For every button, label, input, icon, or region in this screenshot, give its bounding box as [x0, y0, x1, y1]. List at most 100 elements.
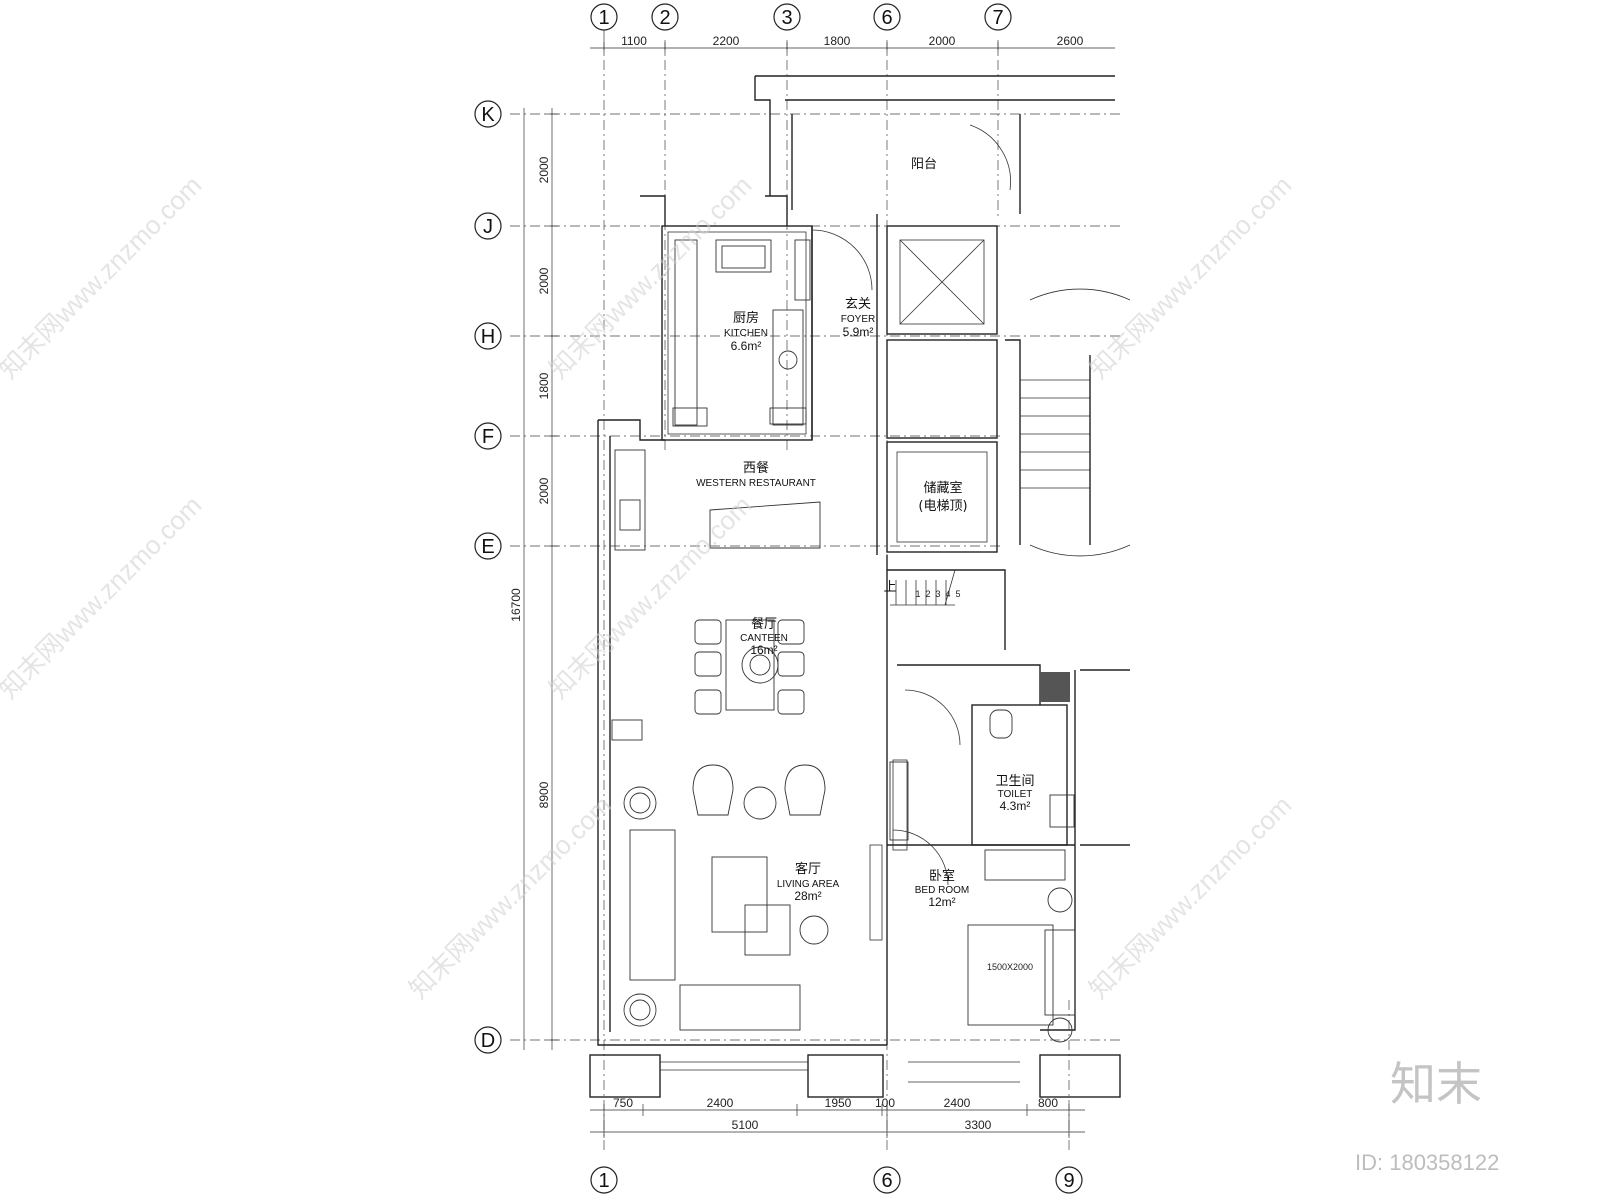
- room-balcony-name: 阳台: [911, 157, 937, 172]
- dim-bottom-total-1: 5100: [732, 1118, 759, 1132]
- room-toilet-area: 4.3m²: [1000, 799, 1031, 813]
- grid-bubble-2: [651, 3, 679, 31]
- room-bedroom-en: BED ROOM: [915, 885, 969, 896]
- dim-bottom-total-2: 3300: [965, 1118, 992, 1132]
- grid-bubbles-left: K J H F E D: [474, 100, 502, 1054]
- grid-label-7: 7: [992, 7, 1003, 29]
- dim-bottom-5: 2400: [944, 1096, 971, 1110]
- room-living-name: 客厅: [795, 861, 821, 877]
- bottom-dimensions: 750 2400 1950 100 2400 800 5100 3300: [590, 1096, 1085, 1138]
- watermark-4: 知末网www.znzmo.com: [0, 490, 207, 704]
- grid-bubble-9-bottom: [1055, 1166, 1083, 1194]
- grid-label-h: H: [481, 326, 495, 348]
- dim-bottom-6: 800: [1038, 1096, 1058, 1110]
- grid-bubble-6-bottom: [873, 1166, 901, 1194]
- kitchen-fixtures: [672, 239, 811, 427]
- room-foyer-area: 5.9m²: [843, 325, 874, 339]
- grid-label-f: F: [482, 426, 494, 448]
- grid-bubble-1-bottom: [590, 1166, 618, 1194]
- dim-top-5: 2600: [1057, 34, 1084, 48]
- grid-label-j: J: [483, 216, 493, 238]
- left-dimensions: 2000 2000 1800 2000 8900 16700: [509, 108, 558, 1050]
- room-foyer-name: 玄关: [845, 297, 871, 312]
- stair-up-label: 上: [883, 580, 896, 595]
- room-living-en: LIVING AREA: [777, 879, 840, 890]
- grid-bubble-j: [474, 212, 502, 240]
- grid-bubble-k: [474, 100, 502, 128]
- dim-left-4: 2000: [537, 477, 551, 504]
- room-kitchen-name: 厨房: [733, 310, 759, 326]
- watermark-7: 知末网www.znzmo.com: [1083, 790, 1297, 1004]
- room-storage-name: 储藏室: [923, 480, 962, 496]
- grid-bubble-h: [474, 322, 502, 350]
- grid-bubble-d: [474, 1026, 502, 1054]
- grid-bubble-e: [474, 532, 502, 560]
- room-living-area: 28m²: [794, 889, 821, 903]
- grid-bubble-7: [984, 3, 1012, 31]
- bed-size-label: 1500X2000: [987, 962, 1033, 972]
- grid-bubble-6: [873, 3, 901, 31]
- room-western-en: WESTERN RESTAURANT: [696, 478, 816, 489]
- dim-top-2: 2200: [713, 34, 740, 48]
- stair-step-4: 4: [945, 589, 950, 599]
- room-bedroom-area: 12m²: [928, 895, 955, 909]
- grid-bubbles-top: 1 2 3 6 7: [590, 3, 1012, 40]
- watermark-3: 知末网www.znzmo.com: [1083, 170, 1297, 384]
- grid-label-6: 6: [881, 7, 892, 29]
- dim-left-total: 16700: [509, 588, 523, 622]
- grid-label-d: D: [481, 1030, 495, 1052]
- room-canteen-en: CANTEEN: [740, 633, 788, 644]
- grid-label-k: K: [481, 104, 495, 126]
- grid-bubbles-bottom: 1 6 9: [590, 1166, 1083, 1194]
- dim-top-4: 2000: [929, 34, 956, 48]
- room-canteen-name: 餐厅: [751, 616, 777, 632]
- dim-left-2: 2000: [537, 267, 551, 294]
- grid-label-9-bottom: 9: [1063, 1170, 1074, 1192]
- grid-label-3: 3: [781, 7, 792, 29]
- dining-table: [694, 619, 805, 715]
- grid-bubble-3: [773, 3, 801, 31]
- living-furniture: [623, 761, 909, 1031]
- bedroom-fixtures: [967, 672, 1076, 1043]
- room-kitchen-area: 6.6m²: [731, 339, 762, 353]
- brand-logo: 知末 ID: 180358122: [1355, 1057, 1499, 1175]
- grid-label-6-bottom: 6: [881, 1170, 892, 1192]
- top-dimensions: 1100 2200 1800 2000 2600: [590, 34, 1115, 54]
- room-kitchen-en: KITCHEN: [724, 328, 768, 339]
- dim-top-3: 1800: [824, 34, 851, 48]
- dim-left-5: 8900: [537, 781, 551, 808]
- room-foyer-en: FOYER: [841, 314, 875, 325]
- grid-bubble-f: [474, 422, 502, 450]
- dim-bottom-4: 100: [875, 1096, 895, 1110]
- stair-step-2: 2: [925, 589, 930, 599]
- room-canteen-area: 16m²: [750, 643, 777, 657]
- room-labels: 阳台 厨房 KITCHEN 6.6m² 玄关 FOYER 5.9m² 西餐 WE…: [696, 157, 1034, 972]
- watermark-5: 知末网www.znzmo.com: [543, 490, 757, 704]
- watermark-6: 知末网www.znzmo.com: [403, 790, 617, 1004]
- dim-bottom-1: 750: [613, 1096, 633, 1110]
- dim-bottom-2: 2400: [707, 1096, 734, 1110]
- dim-left-1: 2000: [537, 156, 551, 183]
- room-toilet-en: TOILET: [998, 789, 1033, 800]
- grid-label-e: E: [481, 536, 494, 558]
- grid-label-1: 1: [598, 7, 609, 29]
- logo-id: ID: 180358122: [1355, 1150, 1499, 1175]
- stair-step-3: 3: [935, 589, 940, 599]
- grid-bubble-1: [590, 3, 618, 31]
- logo-text: 知末: [1390, 1057, 1482, 1111]
- room-bedroom-name: 卧室: [929, 868, 955, 884]
- grid-label-1-bottom: 1: [598, 1170, 609, 1192]
- axis-lines: [510, 40, 1120, 1150]
- room-western-name: 西餐: [743, 460, 769, 476]
- room-toilet-name: 卫生间: [995, 774, 1034, 789]
- stair-step-5: 5: [955, 589, 960, 599]
- dim-left-3: 1800: [537, 372, 551, 399]
- watermark-2: 知末网www.znzmo.com: [543, 170, 757, 384]
- bar-counter: [611, 449, 821, 741]
- room-storage-note: (电梯顶): [918, 499, 967, 514]
- stair-step-1: 1: [915, 589, 920, 599]
- watermark-1: 知末网www.znzmo.com: [0, 170, 207, 384]
- dim-top-1: 1100: [621, 34, 647, 48]
- dim-bottom-3: 1950: [825, 1096, 852, 1110]
